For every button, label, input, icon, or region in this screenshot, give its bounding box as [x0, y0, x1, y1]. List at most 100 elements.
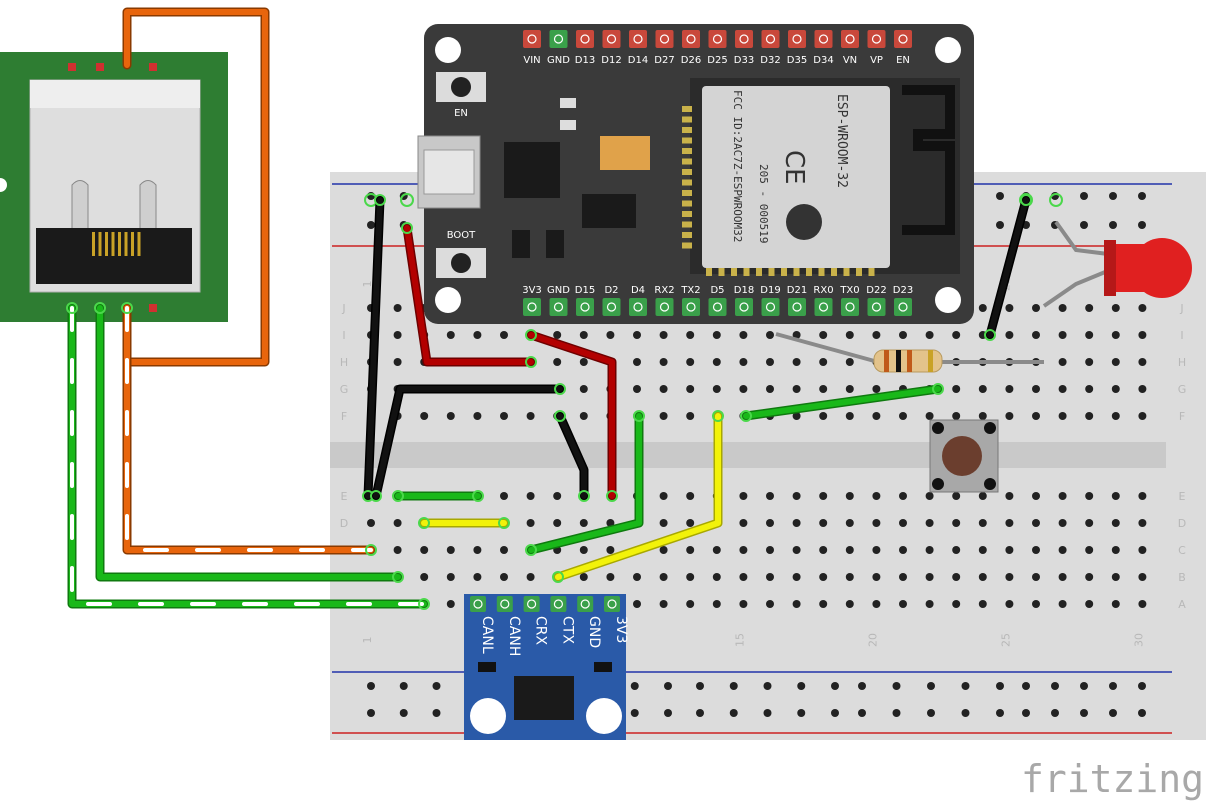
breadboard-hole [1111, 304, 1120, 312]
breadboard-hole [792, 358, 801, 366]
breadboard-hole [659, 573, 668, 581]
rail-hole [763, 709, 772, 717]
rj45-contact [124, 232, 128, 256]
wire-end [552, 571, 564, 583]
led [1042, 220, 1192, 308]
breadboard-hole [845, 412, 854, 420]
breadboard-hole [766, 492, 774, 500]
breadboard-hole [1005, 546, 1014, 554]
row-letter-left: I [342, 329, 345, 342]
esp32-top-pin-label: VIN [523, 55, 540, 66]
breadboard-hole [899, 492, 907, 500]
wire-end [374, 194, 386, 206]
breadboard-hole [978, 600, 987, 608]
esp32-bottom-pin-hole [580, 302, 590, 312]
breadboard-hole [446, 600, 455, 608]
ethernet-green-white-wire-stripe [70, 306, 426, 606]
esp32-top-pin-hole [686, 34, 696, 44]
breadboard-hole [925, 519, 934, 527]
rail-hole [1080, 192, 1088, 200]
wire-end [633, 410, 645, 422]
module-pad [682, 127, 692, 133]
rj45-contact [118, 232, 121, 256]
breadboard-hole [766, 385, 774, 393]
en-button[interactable] [436, 72, 486, 102]
breadboard-hole [633, 385, 641, 393]
breadboard-hole [367, 519, 375, 527]
column-number: 25 [999, 633, 1012, 647]
breadboard-hole [393, 519, 402, 527]
esp32-top-pin-hole [606, 34, 617, 44]
breadboard-hole [1005, 519, 1014, 527]
breadboard-hole [1138, 412, 1147, 420]
breadboard-hole [659, 492, 668, 500]
esp32-top-pin [735, 30, 753, 48]
breadboard-hole [952, 331, 961, 339]
can-pin-label: CTX [559, 616, 575, 644]
esp32-top-pin [629, 30, 647, 48]
esp32-bottom-pin-hole [739, 302, 749, 312]
esp32-top-pin-label: D33 [734, 55, 754, 66]
breadboard-hole [792, 519, 801, 527]
esp32-bottom-pin-label: D4 [631, 285, 645, 296]
esp32-bottom-pin-label: D2 [604, 285, 618, 296]
breadboard-hole [1085, 492, 1094, 500]
breadboard-hole [393, 358, 402, 366]
breadboard-hole [819, 492, 828, 500]
esp32-top-pin [708, 30, 727, 48]
breadboard-hole [500, 412, 508, 420]
breadboard-hole [526, 492, 535, 500]
esp32-bottom-pin [841, 298, 859, 316]
push-button[interactable] [929, 419, 999, 493]
breadboard-hole [792, 492, 801, 500]
breadboard-hole [633, 331, 641, 339]
breadboard-hole [978, 492, 987, 500]
wire-end [578, 490, 590, 502]
breadboard-hole [978, 385, 987, 393]
breadboard-hole [473, 412, 482, 420]
esp32-bottom-pin [523, 298, 541, 316]
wire-end [554, 383, 566, 395]
breadboard-hole [952, 600, 961, 608]
breadboard-hole [553, 331, 562, 339]
esp32-top-pin-hole [818, 34, 829, 44]
fritzing-brand: fritzing [1021, 757, 1204, 801]
can-pin [577, 596, 594, 612]
breadboard-hole [659, 546, 668, 554]
can-pin [550, 596, 567, 612]
rail-hole [432, 709, 441, 717]
esp32-bottom-pin-hole [633, 302, 643, 312]
row-letter-right: D [1178, 517, 1186, 530]
esp32-top-pin-label: D27 [654, 55, 674, 66]
module-pad [682, 148, 692, 154]
row-letter-left: J [341, 302, 345, 315]
rail-hole [763, 682, 772, 690]
module-pad [806, 268, 812, 276]
breadboard-hole [739, 519, 748, 527]
can-pin-label: CRX [533, 616, 549, 646]
breadboard-hole [1085, 358, 1094, 366]
breadboard-hole [579, 412, 588, 420]
wire-end [525, 544, 537, 556]
breadboard-hole [446, 546, 455, 554]
rj45-contact [98, 232, 102, 256]
boot-button[interactable] [436, 248, 486, 278]
module-pad [682, 137, 692, 144]
breadboard-hole [1085, 519, 1094, 527]
wire-end [525, 329, 537, 341]
esp32-top-pin [655, 30, 674, 48]
breadboard-hole [446, 412, 455, 420]
breadboard-hole [473, 546, 482, 554]
rj45-pin [149, 304, 157, 312]
rj45-contact [92, 232, 95, 256]
breadboard-hole [633, 573, 641, 581]
row-letter-left: D [340, 517, 348, 530]
module-pad [682, 242, 692, 249]
breadboard-hole [1032, 385, 1040, 393]
rail-hole [664, 709, 672, 717]
esp32-bottom-pin [894, 298, 912, 316]
can-pin [523, 596, 540, 612]
breadboard-hole [978, 304, 987, 312]
breadboard-hole [526, 519, 535, 527]
